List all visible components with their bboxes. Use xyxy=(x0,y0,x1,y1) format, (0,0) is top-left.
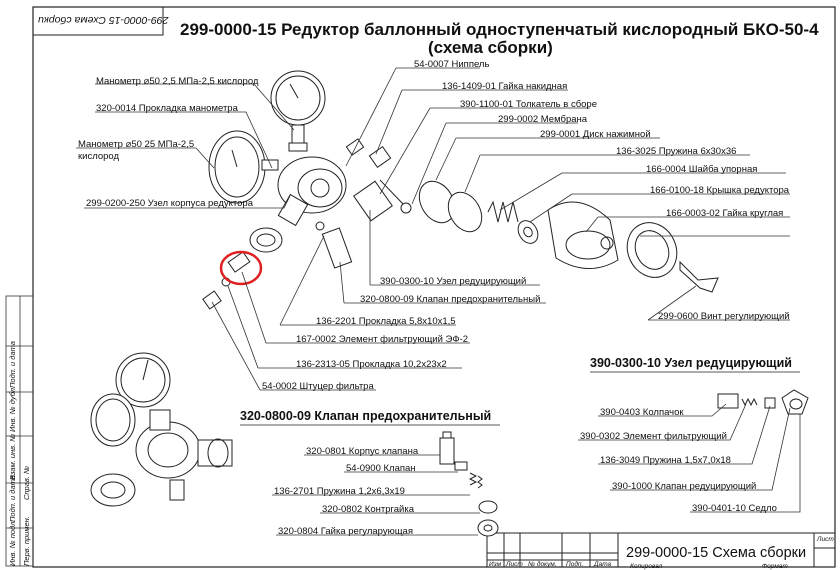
valve-item: 54-0900 Клапан xyxy=(346,463,416,474)
callout-pusher: 390-1100-01 Толкатель в сборе xyxy=(460,99,598,110)
assembled-regulator-view xyxy=(90,352,233,507)
adjust-screw-icon xyxy=(679,260,719,293)
reducer-item: 390-0302 Элемент фильтрующий xyxy=(580,431,727,442)
margin-label: Инв. № подл. xyxy=(8,519,17,566)
valve-item: 320-0802 Контргайка xyxy=(322,504,414,515)
safety-valve-icon xyxy=(321,227,353,269)
callout-body-unit: 299-0200-250 Узел корпуса редуктора xyxy=(86,198,254,209)
title-block-copied: Копировал xyxy=(630,563,663,570)
callout-spring-main: 136-3025 Пружина 6х30х36 xyxy=(616,146,737,157)
margin-label: Подп. и дата xyxy=(8,475,17,522)
valve-leader-lines xyxy=(272,454,480,536)
round-nut-icon xyxy=(626,222,678,278)
callout-washer: 166-0004 Шайба упорная xyxy=(646,164,758,175)
cover-icon xyxy=(547,201,619,269)
title-block-format: Формат xyxy=(762,563,788,570)
title-block-col: Дата xyxy=(594,561,612,568)
title-block-col: № докум. xyxy=(528,561,557,568)
membrane-icon xyxy=(418,180,456,224)
margin-label: Справ. № xyxy=(22,465,31,500)
callout-reducing-unit: 390-0300-10 Узел редуцирующий xyxy=(380,276,527,287)
callout-round-nut: 166-0003-02 Гайка круглая xyxy=(666,208,784,219)
reducer-item: 390-0403 Колпачок xyxy=(600,407,684,418)
valve-item: 320-0804 Гайка регуларующая xyxy=(278,526,413,537)
callout-filter-element: 167-0002 Элемент фильтрующий ЭФ-2 xyxy=(296,334,469,345)
callout-nut-union: 136-1409-01 Гайка накидная xyxy=(442,81,568,92)
title-block-sheet: Лист xyxy=(817,536,834,543)
reducer-section-title: 390-0300-10 Узел редуцирующий xyxy=(590,356,792,370)
margin-label: Подп. и дата xyxy=(8,341,17,388)
valve-item: 320-0801 Корпус клапана xyxy=(306,446,419,457)
title-block-col: Изм xyxy=(489,561,502,568)
callout-gasket-small: 136-2201 Прокладка 5,8х10х1,5 xyxy=(316,316,456,327)
exploded-assembly xyxy=(202,70,719,310)
callout-gasket-large: 136-2313-05 Прокладка 10,2х23х2 xyxy=(296,359,447,370)
highlight-circle xyxy=(219,250,263,286)
callout-manometer-large-2: кислород xyxy=(78,151,120,162)
callout-manometer-large-1: Манометр ⌀50 25 МПа-2,5 xyxy=(78,139,195,150)
reducer-section-parts xyxy=(717,389,809,415)
callout-adjust-screw: 299-0600 Винт регулирующий xyxy=(658,311,790,322)
valve-item: 136-2701 Пружина 1,2х6,3х19 xyxy=(274,486,405,497)
corner-stamp: 299-0000-15 Схема сборки xyxy=(38,14,169,26)
callout-manometer-small: Манометр ⌀50 2,5 МПа-2,5 кислород xyxy=(96,76,259,87)
callout-disk: 299-0001 Диск нажимной xyxy=(540,129,651,140)
callout-cover: 166-0100-18 Крышка редуктора xyxy=(650,185,790,196)
left-margin-table xyxy=(5,295,34,567)
reducer-item: 390-0401-10 Седло xyxy=(692,503,777,514)
callout-safety-valve: 320-0800-09 Клапан предохранительный xyxy=(360,294,541,305)
valve-section-title: 320-0800-09 Клапан предохранительный xyxy=(240,409,492,423)
spring-icon xyxy=(487,200,519,223)
reducer-leader-lines xyxy=(578,403,801,513)
callout-membrane: 299-0002 Мембрана xyxy=(498,114,588,125)
title-block-col: Подп. xyxy=(566,561,584,568)
title-block-col: Лист xyxy=(506,561,523,568)
page-title: 299-0000-15 Редуктор баллонный одноступе… xyxy=(180,20,819,39)
leader-lines xyxy=(76,67,790,391)
title-block xyxy=(486,532,836,568)
corner-stamp-box xyxy=(32,6,164,36)
drawing-frame xyxy=(32,6,836,568)
title-block-name: 299-0000-15 Схема сборки xyxy=(626,545,807,561)
margin-label: Взам. инв. № xyxy=(8,433,17,480)
margin-label: Инв. № дубл. xyxy=(8,385,17,432)
callout-filter-fitting: 54-0002 Штуцер фильтра xyxy=(262,381,374,392)
page-subtitle: (схема сборки) xyxy=(428,38,553,57)
callout-nipple: 54-0007 Ниппель xyxy=(414,59,490,70)
callout-gasket-manometer: 320-0014 Прокладка манометра xyxy=(96,103,238,114)
margin-label: Перв. примен. xyxy=(22,516,31,566)
valve-section-parts xyxy=(439,431,499,537)
reducer-item: 390-1000 Клапан редуцирующий xyxy=(612,481,757,492)
reducer-item: 136-3049 Пружина 1,5х7,0х18 xyxy=(600,455,731,466)
